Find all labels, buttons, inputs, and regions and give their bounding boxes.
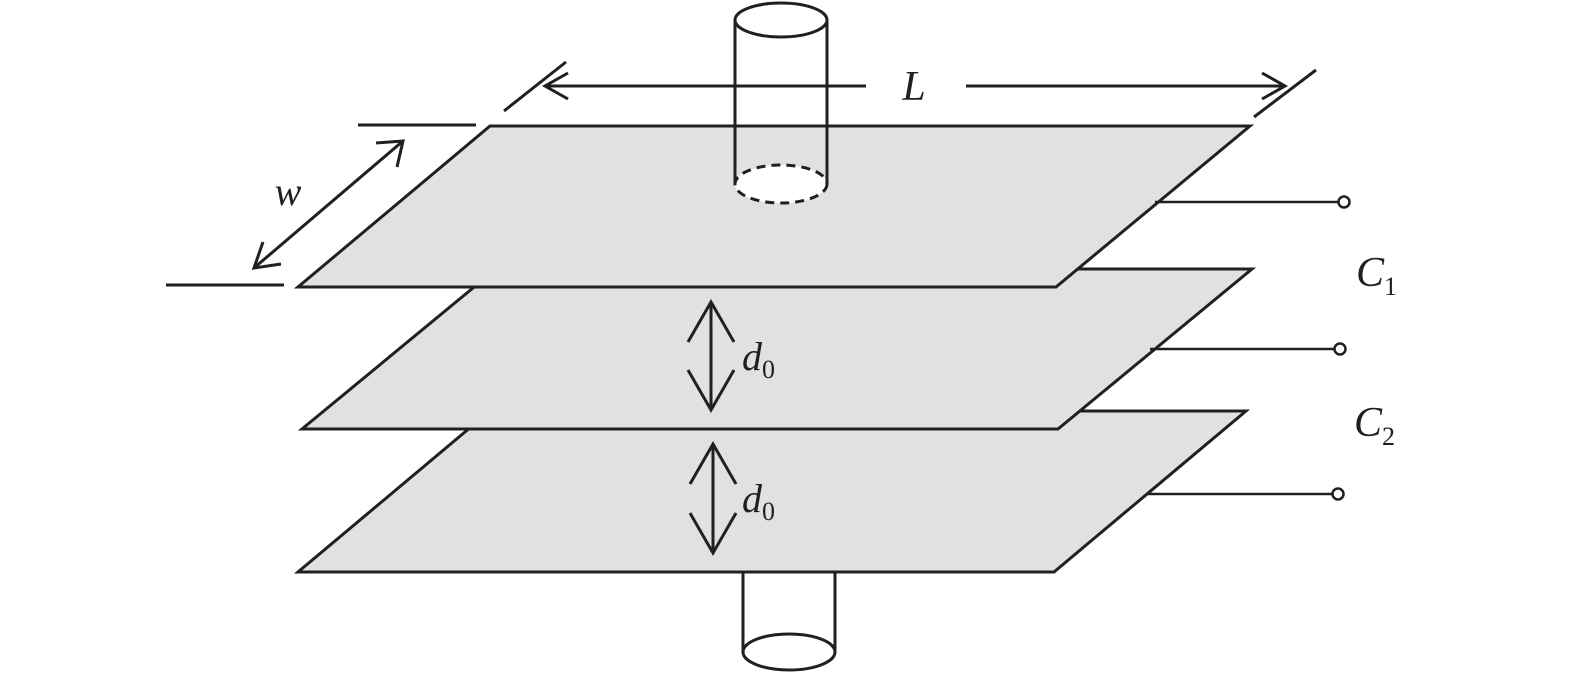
- terminal-lead-bottom: [1148, 487, 1345, 501]
- terminal-lead-top: [1155, 195, 1351, 209]
- terminal-lead-middle: [1150, 342, 1347, 356]
- top-plate: [293, 124, 1255, 289]
- gap-label-lower: d0: [742, 476, 775, 526]
- gap-label-upper: d0: [742, 334, 775, 384]
- capacitor-label-c2: C2: [1354, 400, 1395, 451]
- middle-plate: [297, 267, 1257, 431]
- bottom-plate: [293, 409, 1251, 574]
- gap-arrow-upper: [686, 298, 736, 414]
- width-dimension: [166, 123, 476, 287]
- length-dimension: [503, 60, 1317, 119]
- capacitor-label-c1: C1: [1356, 250, 1397, 301]
- gap-arrow-lower: [688, 440, 738, 557]
- cylinder-hole-dashed: [733, 163, 829, 205]
- top-cylinder: [733, 1, 829, 205]
- width-label: w: [275, 169, 302, 214]
- length-label: L: [901, 64, 925, 110]
- bottom-cylinder: [741, 573, 837, 672]
